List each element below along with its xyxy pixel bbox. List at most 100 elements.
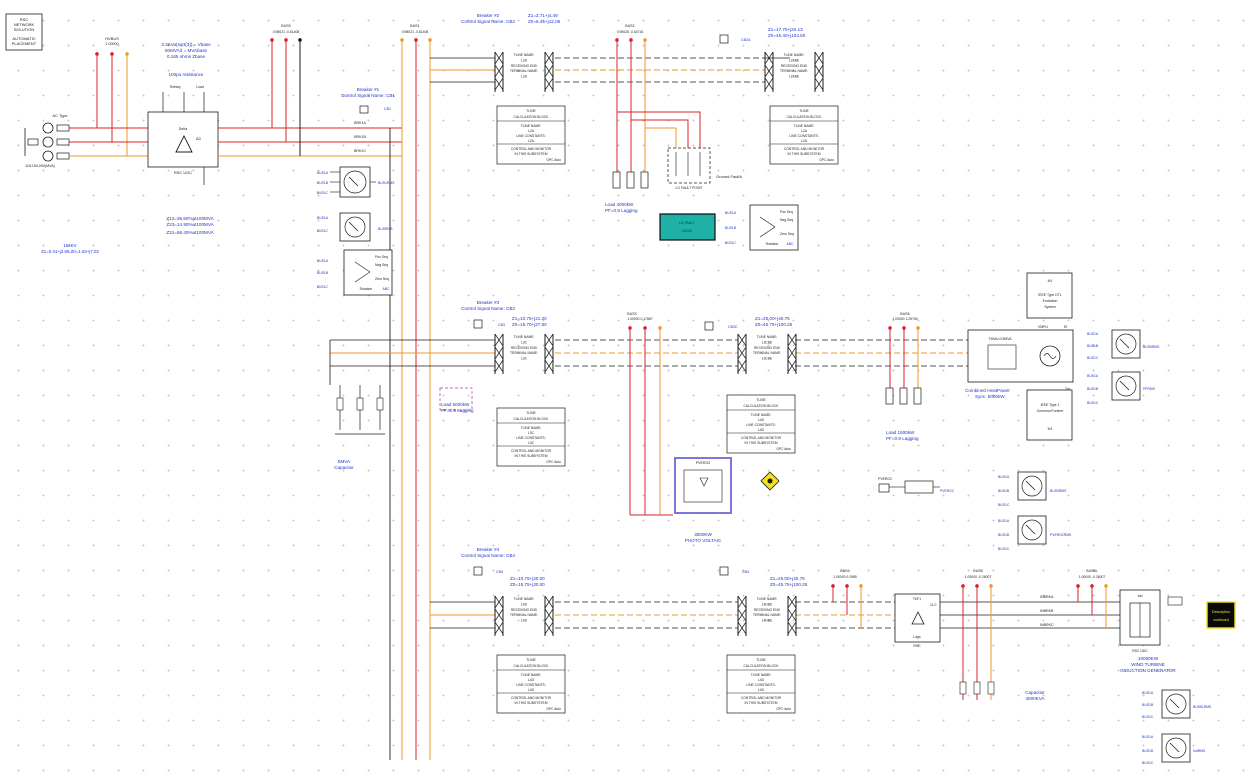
warning-icon[interactable] bbox=[760, 471, 780, 491]
tower-label: L3CBE bbox=[762, 340, 773, 344]
meter-chp-2[interactable]: BUS1A BUS1B BUS1C PFRMS bbox=[1087, 371, 1156, 405]
meter-output: BUS1RMS bbox=[378, 181, 395, 185]
meter-bus-a: BUS1A bbox=[725, 211, 737, 215]
bus2[interactable]: BUS2 0.95026 -0.64716 bbox=[615, 24, 701, 172]
mid-transmission-line[interactable] bbox=[330, 339, 968, 367]
load-5000kw[interactable]: Load 5000kW PF=0.9 Lagging bbox=[439, 387, 474, 413]
calc-block-auto: GPC Auto bbox=[546, 158, 561, 162]
meter-output: BUS8LRMS bbox=[1193, 705, 1212, 709]
exciter-m1: M1 bbox=[1048, 279, 1053, 283]
calc-block-text: L4D bbox=[758, 418, 765, 422]
ac-source[interactable]: AC Type 115:154,000(MVA) 154KV Z1=0.41+j… bbox=[24, 113, 148, 254]
meter-bus8[interactable]: BUS1A BUS1B BUS1C BUS8LRMS bbox=[1142, 689, 1212, 719]
bus6[interactable]: BUS6 1.00000 1.25760 Load 1500kW PF=0.9 … bbox=[885, 312, 922, 441]
calc-block-text: TLINE bbox=[799, 109, 809, 113]
ground-fault[interactable]: LG FAULT POINT Ground FaultA bbox=[667, 147, 742, 190]
calc-block-text: TLINE bbox=[526, 658, 536, 662]
tower-label: L3C bbox=[521, 340, 528, 344]
bus1-value: 0.98021 -0.61408 bbox=[402, 30, 429, 34]
description-block[interactable]: Description continued bbox=[1206, 601, 1236, 629]
network-solution-box[interactable]: RSC NETWORK SOLUTION AUTOMATIC PLACEMENT bbox=[5, 13, 43, 51]
tline-3-z0: Z0=15.70+j27.50 bbox=[512, 322, 547, 327]
chp-vmpu: VMPU bbox=[1038, 325, 1048, 329]
pv-subtitle: PHOTO VOLTAIC bbox=[685, 538, 722, 543]
breaker-4-subtitle: Control Signal Name: CB4 bbox=[461, 553, 515, 558]
load-4000kw[interactable]: Load 4000kW PF=0.9 Lagging bbox=[605, 171, 649, 213]
bus9[interactable]: BUS9 0.98021 -0.61408 bbox=[270, 24, 302, 156]
meter-bus-a: BUS1A bbox=[317, 216, 329, 220]
bus3[interactable]: BUS3 1.00000 0.17867 bbox=[627, 312, 673, 516]
photo-voltaic[interactable]: PVERG2 3000KW PHOTO VOLTAIC bbox=[674, 457, 732, 543]
breaker-1[interactable]: Breaker #1 Control Signal Name: CB1 CB1 … bbox=[341, 87, 395, 153]
breaker-2-title: Breaker #2 bbox=[477, 13, 500, 18]
breaker-2-subtitle: Control Signal Name: CB2 bbox=[461, 19, 515, 24]
meter-ind[interactable]: BUS1A BUS1B BUS1C IndRMS bbox=[1142, 733, 1206, 765]
meter-chp-1[interactable]: BUS1A BUS1B BUS1C BUS6RMS bbox=[1087, 329, 1160, 360]
load-3-label: Load 1500kW bbox=[886, 430, 915, 435]
ac-type-label: AC Type bbox=[52, 113, 68, 118]
chp-generator[interactable]: M1 IEEE Type DT1 Excitation System TMVA=… bbox=[965, 272, 1074, 441]
sequence-analyzer-2[interactable]: BUS1A BUS1B BUS1C Pos Seq Neg Seq Zero S… bbox=[725, 204, 799, 251]
bus1-label: BUS1 bbox=[410, 24, 419, 28]
pverg2-block[interactable]: PVERG2 PVERG2 bbox=[878, 477, 954, 494]
calc-block-auto: GPC Auto bbox=[776, 707, 791, 711]
tower-label: TERMINAL NAME: bbox=[510, 69, 538, 73]
sequence-analyzer-1[interactable]: BUS1A BUS1B BUS1C Pos Seq Neg Seq Zero S… bbox=[317, 249, 393, 296]
three-winding-transformer[interactable]: 3.3KVa(sqrt(3)) = Vbase 60MVA3 = MVAbase… bbox=[147, 42, 402, 235]
transformer-delta: Delta bbox=[179, 127, 187, 131]
meter-bus1[interactable]: BUS1A BUS1B BUS1C BUS1RMS bbox=[317, 166, 395, 198]
fault-logic-block[interactable]: LG FAULT LOGIC bbox=[659, 213, 716, 241]
meter-bus-a: BUS1A bbox=[1087, 374, 1099, 378]
bus4[interactable]: BUS4 1.00000 0.2985 bbox=[831, 569, 863, 628]
pv-name: PVERG2 bbox=[696, 461, 711, 465]
network-solution-label: PLACEMENT bbox=[12, 41, 37, 46]
calc-block-text: TLINE NAME: bbox=[751, 673, 772, 677]
meter-bus-b: BUS1B bbox=[1142, 703, 1154, 707]
hv-bus[interactable]: HVBUS 1.00000 bbox=[95, 36, 129, 156]
load-label: Load bbox=[196, 85, 204, 89]
breaker-3[interactable]: Breaker #3 Control Signal Name: CB3 CB3 … bbox=[461, 300, 547, 329]
top-transmission-line[interactable] bbox=[430, 57, 790, 83]
wind-turbine[interactable]: Ind RSC UDC 10000KW WIND TURBINE INDUCTI… bbox=[1119, 589, 1183, 673]
calc-block-text: CONTROL AND MONITOR bbox=[741, 696, 782, 700]
load-3-pf: PF=0.9 Lagging bbox=[886, 436, 919, 441]
bus8[interactable]: BUS8 1.00000 -0.26007 Capacitor 4000KVA bbox=[959, 569, 1045, 701]
tline-1-z1: Z1=2.71+j4.49 bbox=[528, 13, 558, 18]
meter-pverg2[interactable]: BUS1A BUS1B BUS1C PVERG2RMS bbox=[998, 515, 1072, 551]
calc-block-text: L3C bbox=[528, 441, 535, 445]
bus8l[interactable]: BUS8L 1.00000 -0.26007 bbox=[1076, 569, 1108, 628]
meter-output: BUS9RMS bbox=[1050, 489, 1067, 493]
meter-bus9[interactable]: BUS1A BUS1B BUS1C BUS9RMS bbox=[998, 471, 1067, 507]
meter-bus[interactable]: BUS1A BUS1C BUSRMS bbox=[317, 212, 394, 242]
calc-block-text: TLINE NAME: bbox=[521, 426, 542, 430]
inbrk-b-label: INBRKB bbox=[1040, 609, 1054, 613]
bus3-label: BUS3 bbox=[627, 312, 636, 316]
capacitor-5mva[interactable]: 5MVA Capacitor bbox=[329, 340, 385, 470]
description-sub: continued bbox=[1213, 618, 1229, 622]
tower-label: TERMINAL NAME: bbox=[780, 69, 808, 73]
bus1[interactable]: BUS1 0.98021 -0.61408 bbox=[389, 24, 432, 760]
seq-neg: Neg Seq bbox=[780, 218, 793, 222]
breaker-4[interactable]: Breaker #4 Control Signal Name: CB4 CB4 … bbox=[461, 547, 545, 587]
breaker-2[interactable]: Breaker #2 Control Signal Name: CB2 Z1=2… bbox=[461, 13, 561, 24]
tower-label: RECEIVING END bbox=[781, 64, 808, 68]
bottom-transmission-line[interactable] bbox=[430, 601, 895, 629]
transformer-name: RSC UDC bbox=[174, 170, 192, 175]
brk-c-label: BRK1C bbox=[354, 149, 366, 153]
meter-output: PFRMS bbox=[1143, 387, 1156, 391]
calc-block-text: TLINE bbox=[756, 658, 766, 662]
transformer-2[interactable]: TKF1 11.0 Lags RSC bbox=[894, 593, 1120, 648]
